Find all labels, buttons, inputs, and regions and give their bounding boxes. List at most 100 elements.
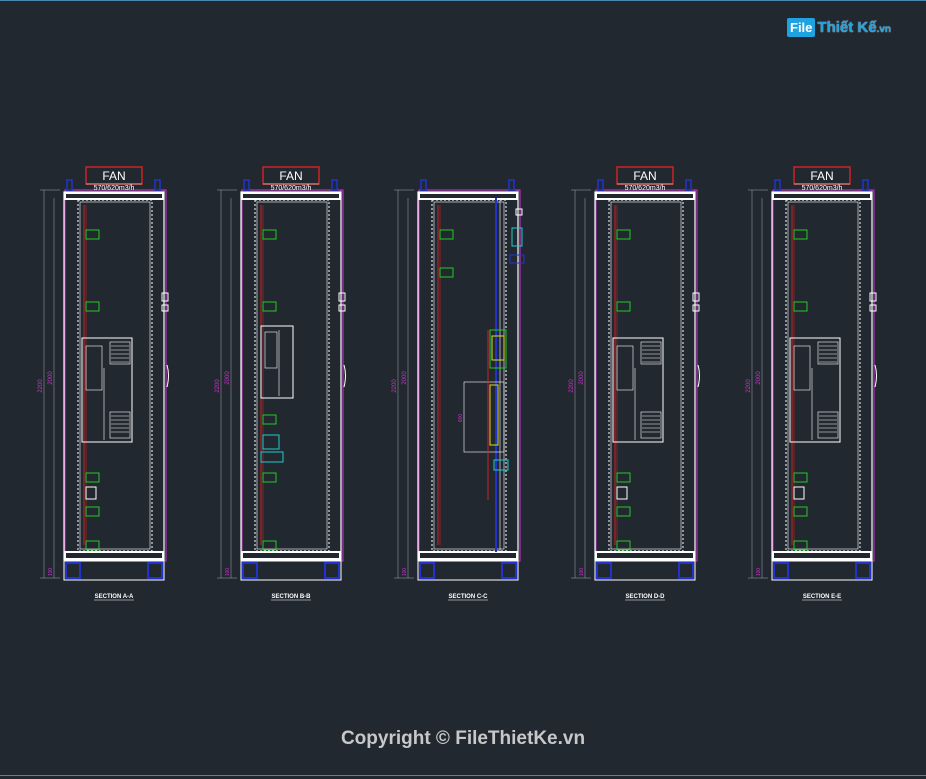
mounting-panel — [254, 199, 330, 552]
base-foot-right — [324, 562, 340, 579]
side-dimension-label: 600 — [458, 414, 464, 423]
top-frame-inner — [243, 194, 339, 198]
base-foot-left — [242, 562, 258, 579]
dimension-label-base: 100 — [225, 568, 231, 577]
drive-fins-bottom — [109, 411, 131, 439]
bottom-frame-inner — [243, 553, 339, 558]
fan-label: FAN — [279, 169, 302, 183]
dimension-label-body: 2000 — [579, 371, 585, 385]
base-foot-left — [596, 562, 612, 579]
dimension-label-base: 100 — [402, 568, 408, 577]
cabinet-frame — [771, 191, 873, 561]
door-handle — [697, 364, 700, 388]
component-3 — [793, 472, 808, 483]
top-bolt-right — [862, 179, 869, 191]
base-foot-left — [773, 562, 789, 579]
small-device — [85, 486, 97, 500]
drive-unit — [260, 325, 294, 399]
cabinet-frame — [240, 191, 342, 561]
door-lock-bottom — [869, 304, 877, 312]
small-device — [793, 486, 805, 500]
component-2 — [262, 301, 277, 312]
dimension-label-total: 2200 — [38, 379, 44, 393]
base-foot-right — [678, 562, 694, 579]
component-5 — [262, 540, 277, 551]
fan-rate-label: 570/620m3/h — [625, 185, 666, 192]
mounting-panel-inner — [256, 201, 328, 550]
dimension-label-body: 2000 — [402, 371, 408, 385]
mounting-panel — [608, 199, 684, 552]
fan-rate-label: 570/620m3/h — [94, 185, 135, 192]
side-terminal-strip — [489, 384, 499, 446]
mounting-panel-inner — [79, 201, 151, 550]
base-plinth — [63, 560, 165, 581]
fan-rate-label: 570/620m3/h — [271, 185, 312, 192]
component-2 — [439, 267, 454, 278]
dimension-label-body: 2000 — [225, 371, 231, 385]
mounting-panel-inner — [610, 201, 682, 550]
drive-fins-bottom — [817, 411, 839, 439]
drive-unit — [789, 337, 841, 443]
cyan-device — [262, 434, 280, 450]
brand-logo[interactable]: File Thiết Kế.vn — [787, 14, 891, 40]
mounting-panel — [77, 199, 153, 552]
door-lock-top — [338, 292, 346, 302]
top-border-line — [0, 0, 926, 1]
side-cyan-device — [511, 227, 523, 247]
top-frame-inner — [597, 194, 693, 198]
component-2 — [616, 301, 631, 312]
mounting-panel — [785, 199, 861, 552]
top-frame-inner — [66, 194, 162, 198]
drive-fins-top — [817, 341, 839, 365]
door-lock-top — [869, 292, 877, 302]
fan-label: FAN — [633, 169, 656, 183]
bottom-frame-inner — [420, 553, 516, 558]
section-caption: SECTION D-D — [626, 594, 666, 600]
component-3 — [616, 472, 631, 483]
top-bolt-left — [774, 179, 781, 191]
component-5 — [85, 540, 100, 551]
component-4 — [616, 506, 631, 517]
dimension-label-base: 100 — [579, 568, 585, 577]
door-handle — [343, 364, 346, 388]
base-plinth — [594, 560, 696, 581]
top-frame-inner — [774, 194, 870, 198]
drive-unit-face — [85, 345, 103, 391]
component-4 — [793, 506, 808, 517]
door-lock-top — [515, 208, 523, 216]
top-bolt-right — [685, 179, 692, 191]
base-foot-right — [501, 562, 517, 579]
component-5 — [616, 540, 631, 551]
base-foot-right — [855, 562, 871, 579]
component-4 — [85, 506, 100, 517]
component-2 — [85, 301, 100, 312]
door-handle — [166, 364, 169, 388]
base-plinth — [771, 560, 873, 581]
dimension-label-body: 2000 — [48, 371, 54, 385]
drive-unit — [612, 337, 664, 443]
component-4 — [262, 472, 277, 483]
door-lock-bottom — [161, 304, 169, 312]
copyright-text: Copyright © FileThietKe.vn — [340, 728, 586, 749]
component-1 — [262, 229, 277, 240]
base-plinth — [240, 560, 342, 581]
base-foot-left — [65, 562, 81, 579]
side-blue-device — [509, 254, 525, 264]
door-lock-bottom — [338, 304, 346, 312]
small-device — [616, 486, 628, 500]
dimension-label-total: 2200 — [746, 379, 752, 393]
side-breaker — [489, 329, 507, 369]
top-bolt-left — [66, 179, 73, 191]
door-lock-top — [161, 292, 169, 302]
bottom-frame-inner — [597, 553, 693, 558]
dimension-label-total: 2200 — [569, 379, 575, 393]
logo-rest-text: Thiết Kế.vn — [817, 19, 891, 36]
top-bolt-right — [508, 179, 515, 191]
top-frame-inner — [420, 194, 516, 198]
mounting-panel — [431, 199, 507, 552]
cabinet-frame — [417, 191, 519, 561]
